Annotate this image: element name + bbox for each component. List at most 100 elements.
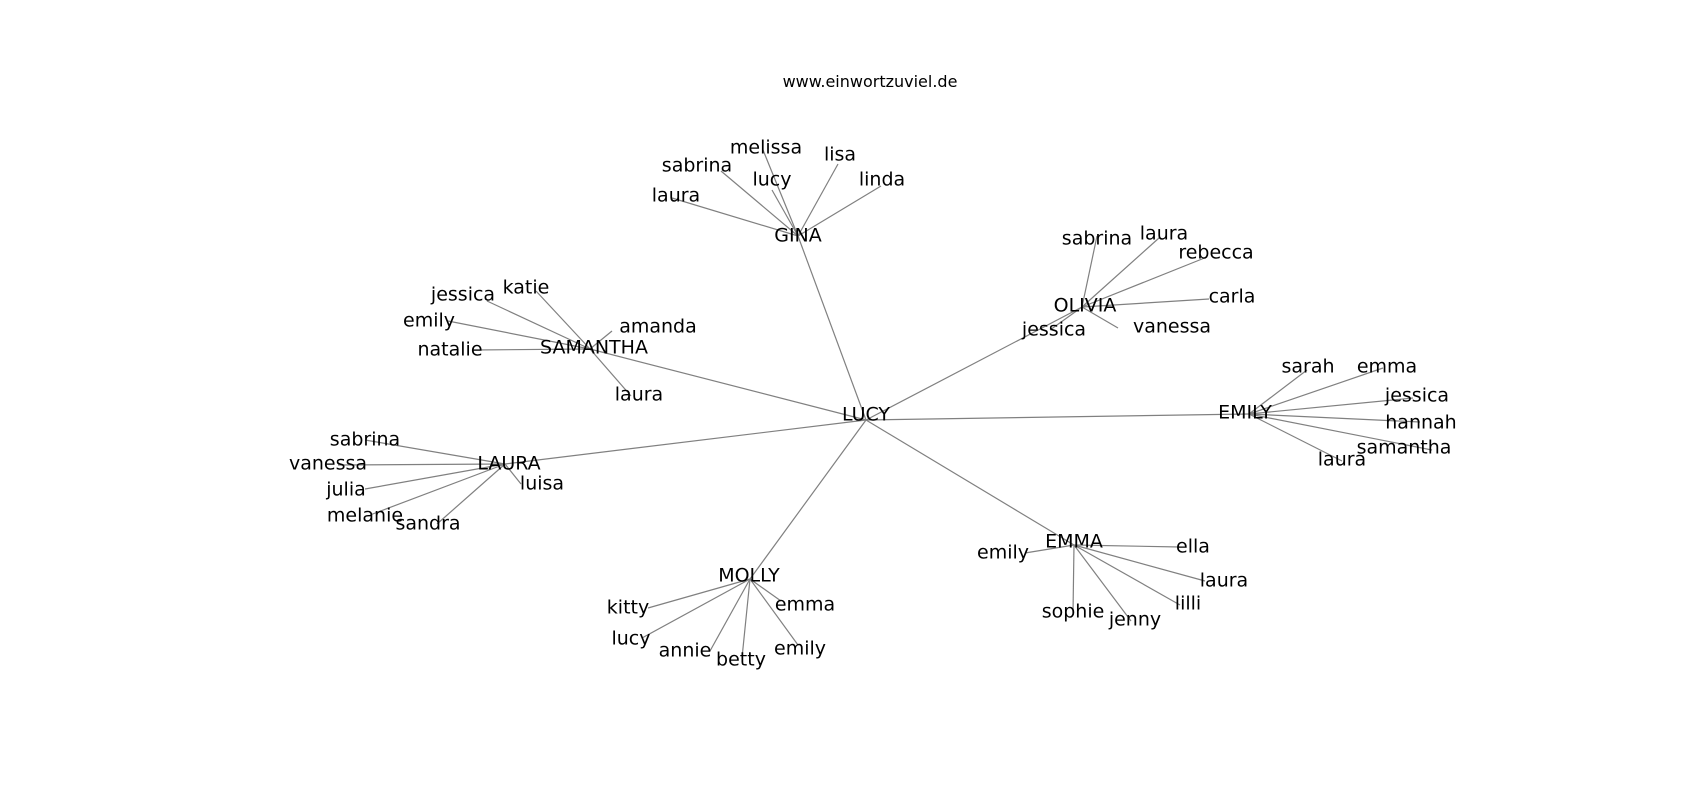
edge-gina-melissa bbox=[762, 149, 799, 237]
leaf-node-label: laura bbox=[1318, 449, 1366, 471]
leaf-node-label: amanda bbox=[619, 316, 697, 338]
edge-molly-lucy bbox=[641, 578, 751, 639]
edge-gina-lisa bbox=[797, 163, 839, 237]
edge-molly-emily bbox=[749, 578, 799, 646]
leaf-node-label: hannah bbox=[1385, 412, 1456, 434]
edge-emma-jenny bbox=[1073, 544, 1132, 622]
leaf-node-label: jenny bbox=[1108, 609, 1161, 631]
leaf-node-label: emily bbox=[977, 542, 1029, 564]
edge-molly-annie bbox=[709, 578, 751, 652]
leaf-node-label: kitty bbox=[607, 597, 649, 619]
leaf-node-label: emily bbox=[774, 638, 826, 660]
edge-molly-emma bbox=[749, 578, 782, 602]
edge-center-molly bbox=[749, 419, 867, 580]
edge-center-samantha bbox=[589, 348, 867, 421]
edge-olivia-vanessa bbox=[1081, 306, 1119, 329]
edge-laura-vanessa bbox=[337, 463, 506, 466]
hub-node-label-samantha: SAMANTHA bbox=[540, 337, 648, 359]
edge-center-olivia bbox=[865, 306, 1083, 421]
leaf-node-label: katie bbox=[503, 277, 550, 299]
leaf-node-label: carla bbox=[1209, 286, 1256, 308]
leaf-node-label: ella bbox=[1176, 536, 1210, 558]
edge-olivia-jessica bbox=[1049, 306, 1083, 331]
edge-laura-luisa bbox=[504, 463, 522, 485]
edge-emily-jessica bbox=[1248, 397, 1414, 415]
edge-emily-samantha bbox=[1248, 413, 1433, 451]
center-node-label: LUCY bbox=[842, 404, 890, 426]
edge-gina-laura bbox=[671, 197, 799, 237]
edge-emily-emma bbox=[1248, 367, 1384, 415]
edge-samantha-emily bbox=[447, 320, 591, 350]
leaf-node-label: annie bbox=[659, 640, 712, 662]
edge-laura-sandra bbox=[436, 463, 506, 525]
leaf-node-label: luisa bbox=[520, 473, 564, 495]
leaf-node-label: samantha bbox=[1357, 437, 1452, 459]
edge-samantha-amanda bbox=[589, 330, 613, 350]
leaf-node-label: emily bbox=[403, 310, 455, 332]
edge-samantha-katie bbox=[535, 290, 591, 350]
edge-samantha-laura bbox=[589, 348, 632, 397]
leaf-node-label: betty bbox=[716, 649, 766, 671]
hub-node-label-molly: MOLLY bbox=[718, 565, 780, 587]
edge-olivia-carla bbox=[1081, 298, 1210, 308]
leaf-node-label: linda bbox=[859, 169, 905, 191]
edge-samantha-natalie bbox=[473, 348, 591, 351]
hub-node-label-gina: GINA bbox=[774, 225, 822, 247]
edge-emily-hannah bbox=[1248, 413, 1421, 423]
leaf-node-label: laura bbox=[615, 384, 663, 406]
edge-center-gina bbox=[797, 235, 867, 421]
leaf-node-label: lucy bbox=[611, 628, 650, 650]
leaf-node-label: melissa bbox=[730, 137, 802, 159]
edge-emma-ella bbox=[1073, 544, 1181, 548]
edge-gina-sabrina bbox=[720, 170, 799, 237]
leaf-node-label: lisa bbox=[824, 144, 856, 166]
hub-node-label-emily: EMILY bbox=[1218, 402, 1272, 424]
edge-molly-kitty bbox=[647, 578, 751, 609]
leaf-node-label: jessica bbox=[430, 284, 495, 306]
edge-emma-sophie bbox=[1072, 544, 1075, 614]
leaf-node-label: sabrina bbox=[662, 155, 732, 177]
leaf-node-label: julia bbox=[325, 479, 366, 501]
leaf-node-label: emma bbox=[775, 594, 835, 616]
edge-laura-melanie bbox=[369, 463, 506, 516]
leaf-node-label: laura bbox=[1200, 570, 1248, 592]
leaf-node-label: natalie bbox=[417, 339, 482, 361]
leaf-node-label: lucy bbox=[752, 169, 791, 191]
edge-emma-emily bbox=[1024, 544, 1075, 554]
edges-layer bbox=[337, 149, 1433, 659]
leaf-node-label: sarah bbox=[1281, 356, 1334, 378]
leaf-node-label: sabrina bbox=[1062, 228, 1132, 250]
edge-emily-laura bbox=[1248, 413, 1343, 462]
hub-node-label-emma: EMMA bbox=[1045, 531, 1103, 553]
edge-olivia-rebecca bbox=[1081, 256, 1208, 308]
leaf-node-label: jessica bbox=[1384, 385, 1449, 407]
leaf-node-label: vanessa bbox=[1133, 316, 1211, 338]
edge-samantha-jessica bbox=[486, 300, 591, 350]
edge-gina-linda bbox=[797, 185, 882, 237]
leaf-node-label: sophie bbox=[1042, 601, 1105, 623]
leaf-node-label: lilli bbox=[1175, 593, 1201, 615]
edge-gina-lucy bbox=[771, 189, 799, 237]
edge-emma-lilli bbox=[1073, 544, 1181, 606]
leaf-node-label: rebecca bbox=[1178, 242, 1253, 264]
leaf-node-label: melanie bbox=[327, 505, 403, 527]
edge-laura-julia bbox=[364, 463, 506, 490]
leaf-node-label: laura bbox=[652, 185, 700, 207]
leaf-node-label: vanessa bbox=[289, 453, 367, 475]
leaf-node-label: emma bbox=[1357, 356, 1417, 378]
leaf-node-label: laura bbox=[1140, 223, 1188, 245]
leaf-node-label: jessica bbox=[1021, 319, 1086, 341]
edge-center-emma bbox=[865, 419, 1075, 546]
edge-center-emily bbox=[865, 413, 1250, 421]
edge-center-laura bbox=[504, 419, 867, 465]
hub-node-label-olivia: OLIVIA bbox=[1054, 295, 1117, 317]
edge-olivia-sabrina bbox=[1081, 235, 1098, 308]
edge-emma-laura bbox=[1073, 544, 1206, 582]
edge-laura-sabrina bbox=[364, 439, 506, 465]
edge-olivia-laura bbox=[1081, 237, 1160, 308]
hub-node-label-laura: LAURA bbox=[477, 453, 540, 475]
labels-layer: LUCY GINA melissa lisa sabrina lucy linda laura… bbox=[289, 137, 1457, 671]
leaf-node-label: sandra bbox=[395, 513, 460, 535]
edge-molly-betty bbox=[741, 578, 751, 659]
